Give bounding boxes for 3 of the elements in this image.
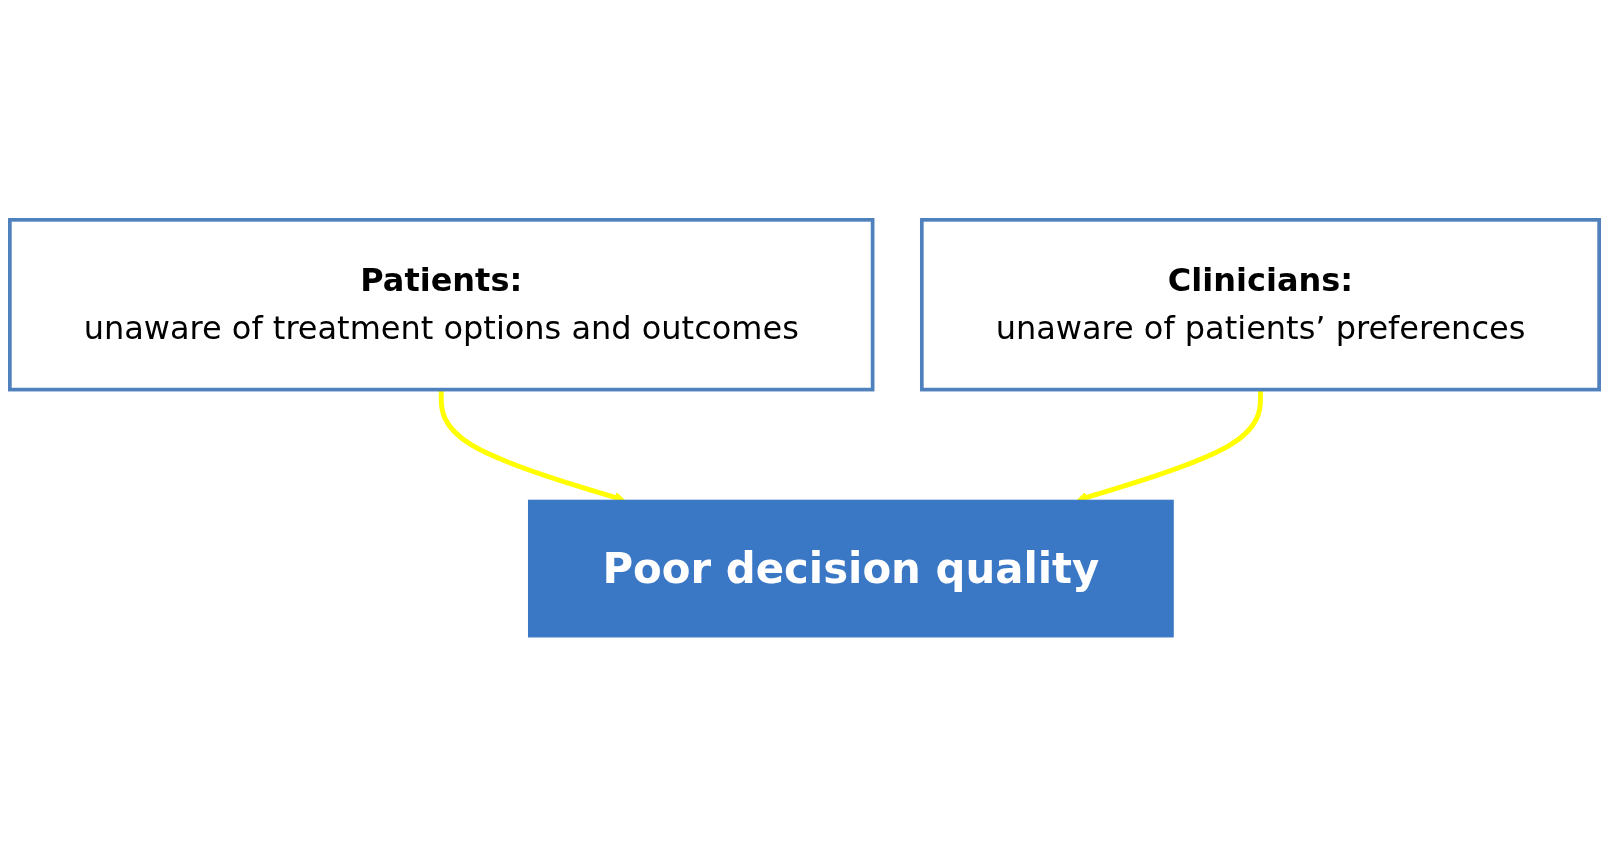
node-box: Patients: unaware of treatment options and outcomes [8, 218, 875, 392]
node-box: Poor decision quality [527, 499, 1174, 638]
node-box: Clinicians: unaware of patients’ preferences [920, 218, 1601, 392]
